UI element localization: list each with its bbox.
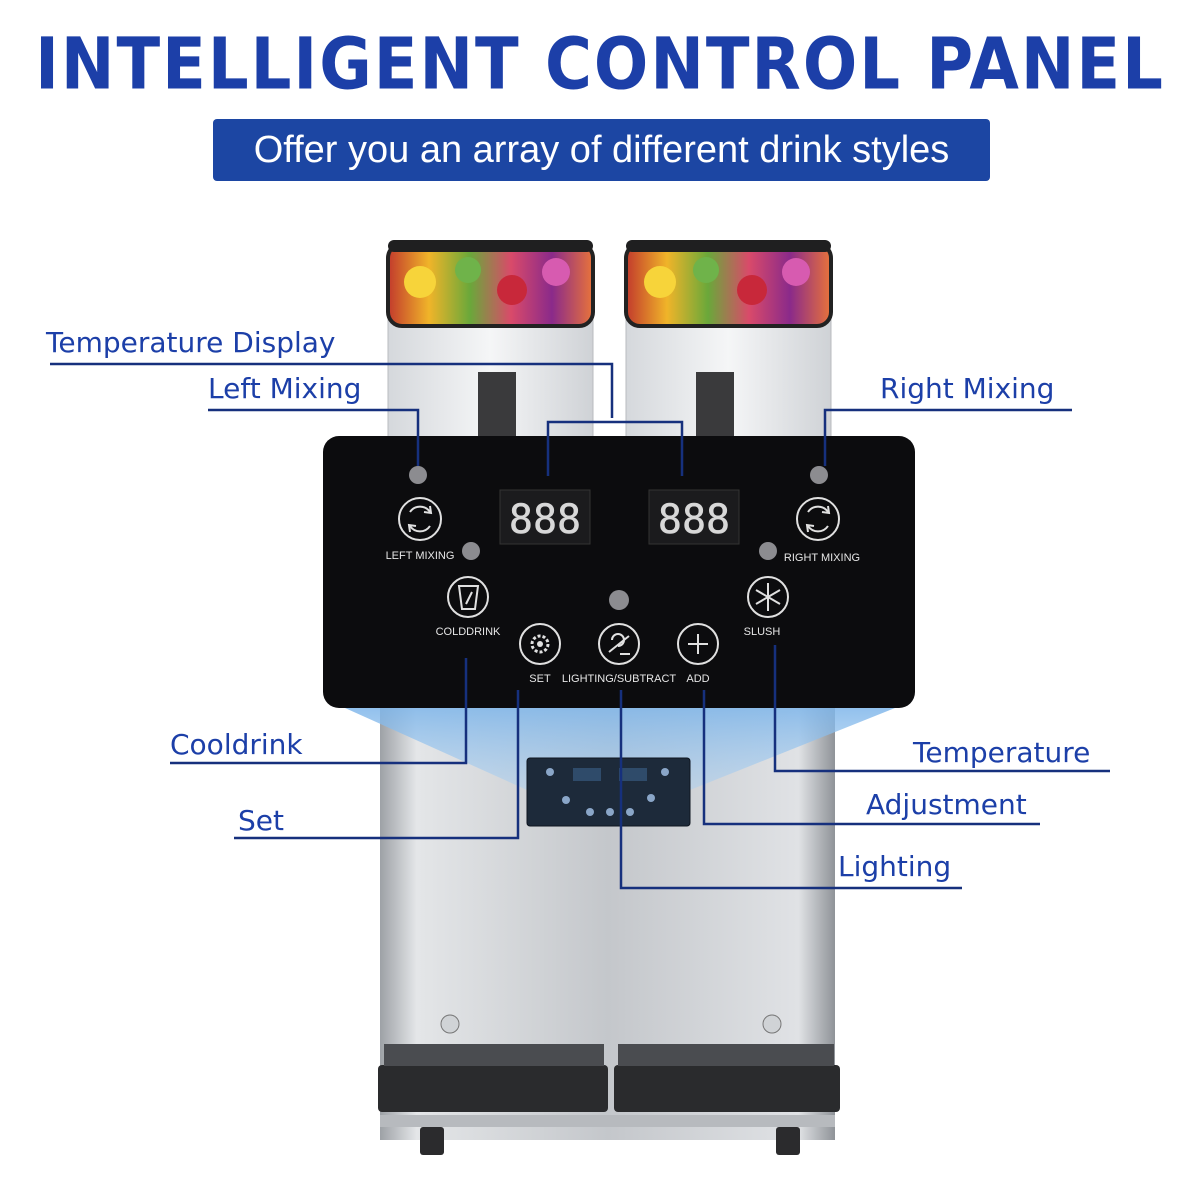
right-mixing-button[interactable] [796,497,840,541]
screw-right [762,1014,782,1034]
set-button[interactable] [519,623,561,665]
lighting-subtract-button[interactable] [598,623,640,665]
callout-cooldrink: Cooldrink [170,728,303,761]
callout-right-mixing: Right Mixing [880,372,1055,405]
subtitle-banner: Offer you an array of different drink st… [213,119,990,181]
subtitle-text: Offer you an array of different drink st… [253,129,950,171]
drip-tray-left [378,1065,608,1112]
mini-panel [526,757,691,827]
right-bowl [624,240,833,444]
colddrink-button[interactable] [447,576,489,618]
left-temperature-display [499,489,591,545]
left-bowl [386,240,595,444]
callout-left-mixing: Left Mixing [208,372,362,405]
right-mixing-indicator [810,466,828,484]
lighting-subtract-caption: LIGHTING/SUBTRACT [562,673,677,685]
callout-lighting: Lighting [838,850,952,883]
plus-icon [688,634,708,654]
gear-icon [530,634,550,654]
colddrink-indicator [462,542,480,560]
mixing-icon [409,505,431,533]
right-mixing-caption: RIGHT MIXING [784,552,860,564]
callout-temperature: Temperature [913,736,1091,769]
slush-icon [755,583,781,611]
mixing-icon [807,505,829,533]
slush-button[interactable] [747,576,789,618]
set-caption: SET [529,673,551,685]
left-display-digits: 888 [509,497,581,543]
page-title: INTELLIGENT CONTROL PANEL [35,23,1165,107]
left-mixing-button[interactable] [398,497,442,541]
lighting-indicator [609,590,629,610]
add-button[interactable] [677,623,719,665]
slush-caption: SLUSH [744,626,781,638]
left-mixing-caption: LEFT MIXING [386,550,455,562]
cold-drink-icon [457,585,480,610]
drip-tray-right [614,1065,840,1112]
add-caption: ADD [686,673,709,685]
callout-lines [50,362,1110,890]
callout-adjustment: Adjustment [866,788,1027,821]
control-panel [323,436,915,708]
callout-temperature-display: Temperature Display [46,326,336,359]
right-display-digits: 888 [658,497,730,543]
slush-indicator [759,542,777,560]
right-temperature-display [648,489,740,545]
screw-left [440,1014,460,1034]
colddrink-caption: COLDDRINK [436,626,501,638]
left-mixing-indicator [409,466,427,484]
callout-set: Set [238,804,284,837]
lighting-icon [608,633,630,655]
